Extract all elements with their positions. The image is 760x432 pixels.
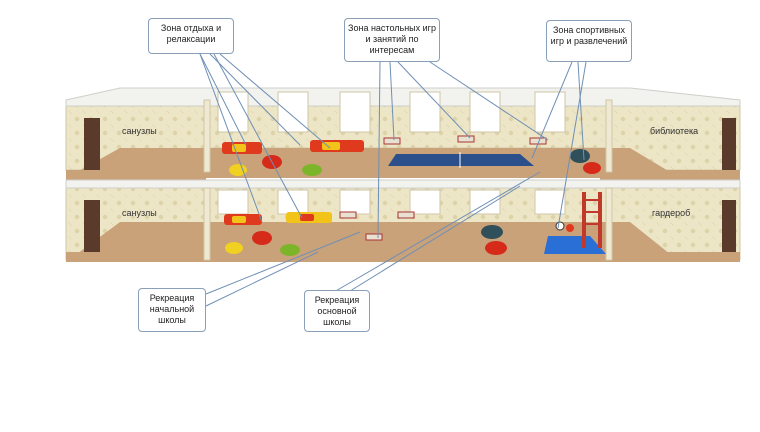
- callout-primary-recreation: Рекреация начальной школы: [138, 288, 206, 332]
- callout-board-games-zone: Зона настольных игр и занятий по интерес…: [344, 18, 440, 62]
- room-label-lower-left: санузлы: [122, 208, 157, 218]
- room-label-lower-right: гардероб: [652, 208, 691, 218]
- sports-mat: [544, 236, 606, 254]
- lower-floor: [65, 179, 741, 262]
- door-lower-right: [722, 200, 736, 252]
- upper-floor: [65, 87, 741, 180]
- callout-sports-zone: Зона спортивных игр и развлечений: [546, 20, 632, 62]
- table-tennis: [388, 154, 534, 166]
- callout-rest-zone: Зона отдыха и релаксации: [148, 18, 234, 54]
- room-label-upper-right: библиотека: [650, 126, 699, 136]
- leader-lines: [199, 53, 587, 307]
- door-upper-left: [84, 118, 100, 170]
- door-upper-right: [722, 118, 736, 170]
- callout-main-recreation: Рекреация основной школы: [304, 290, 370, 332]
- room-label-upper-left: санузлы: [122, 126, 157, 136]
- door-lower-left: [84, 200, 100, 252]
